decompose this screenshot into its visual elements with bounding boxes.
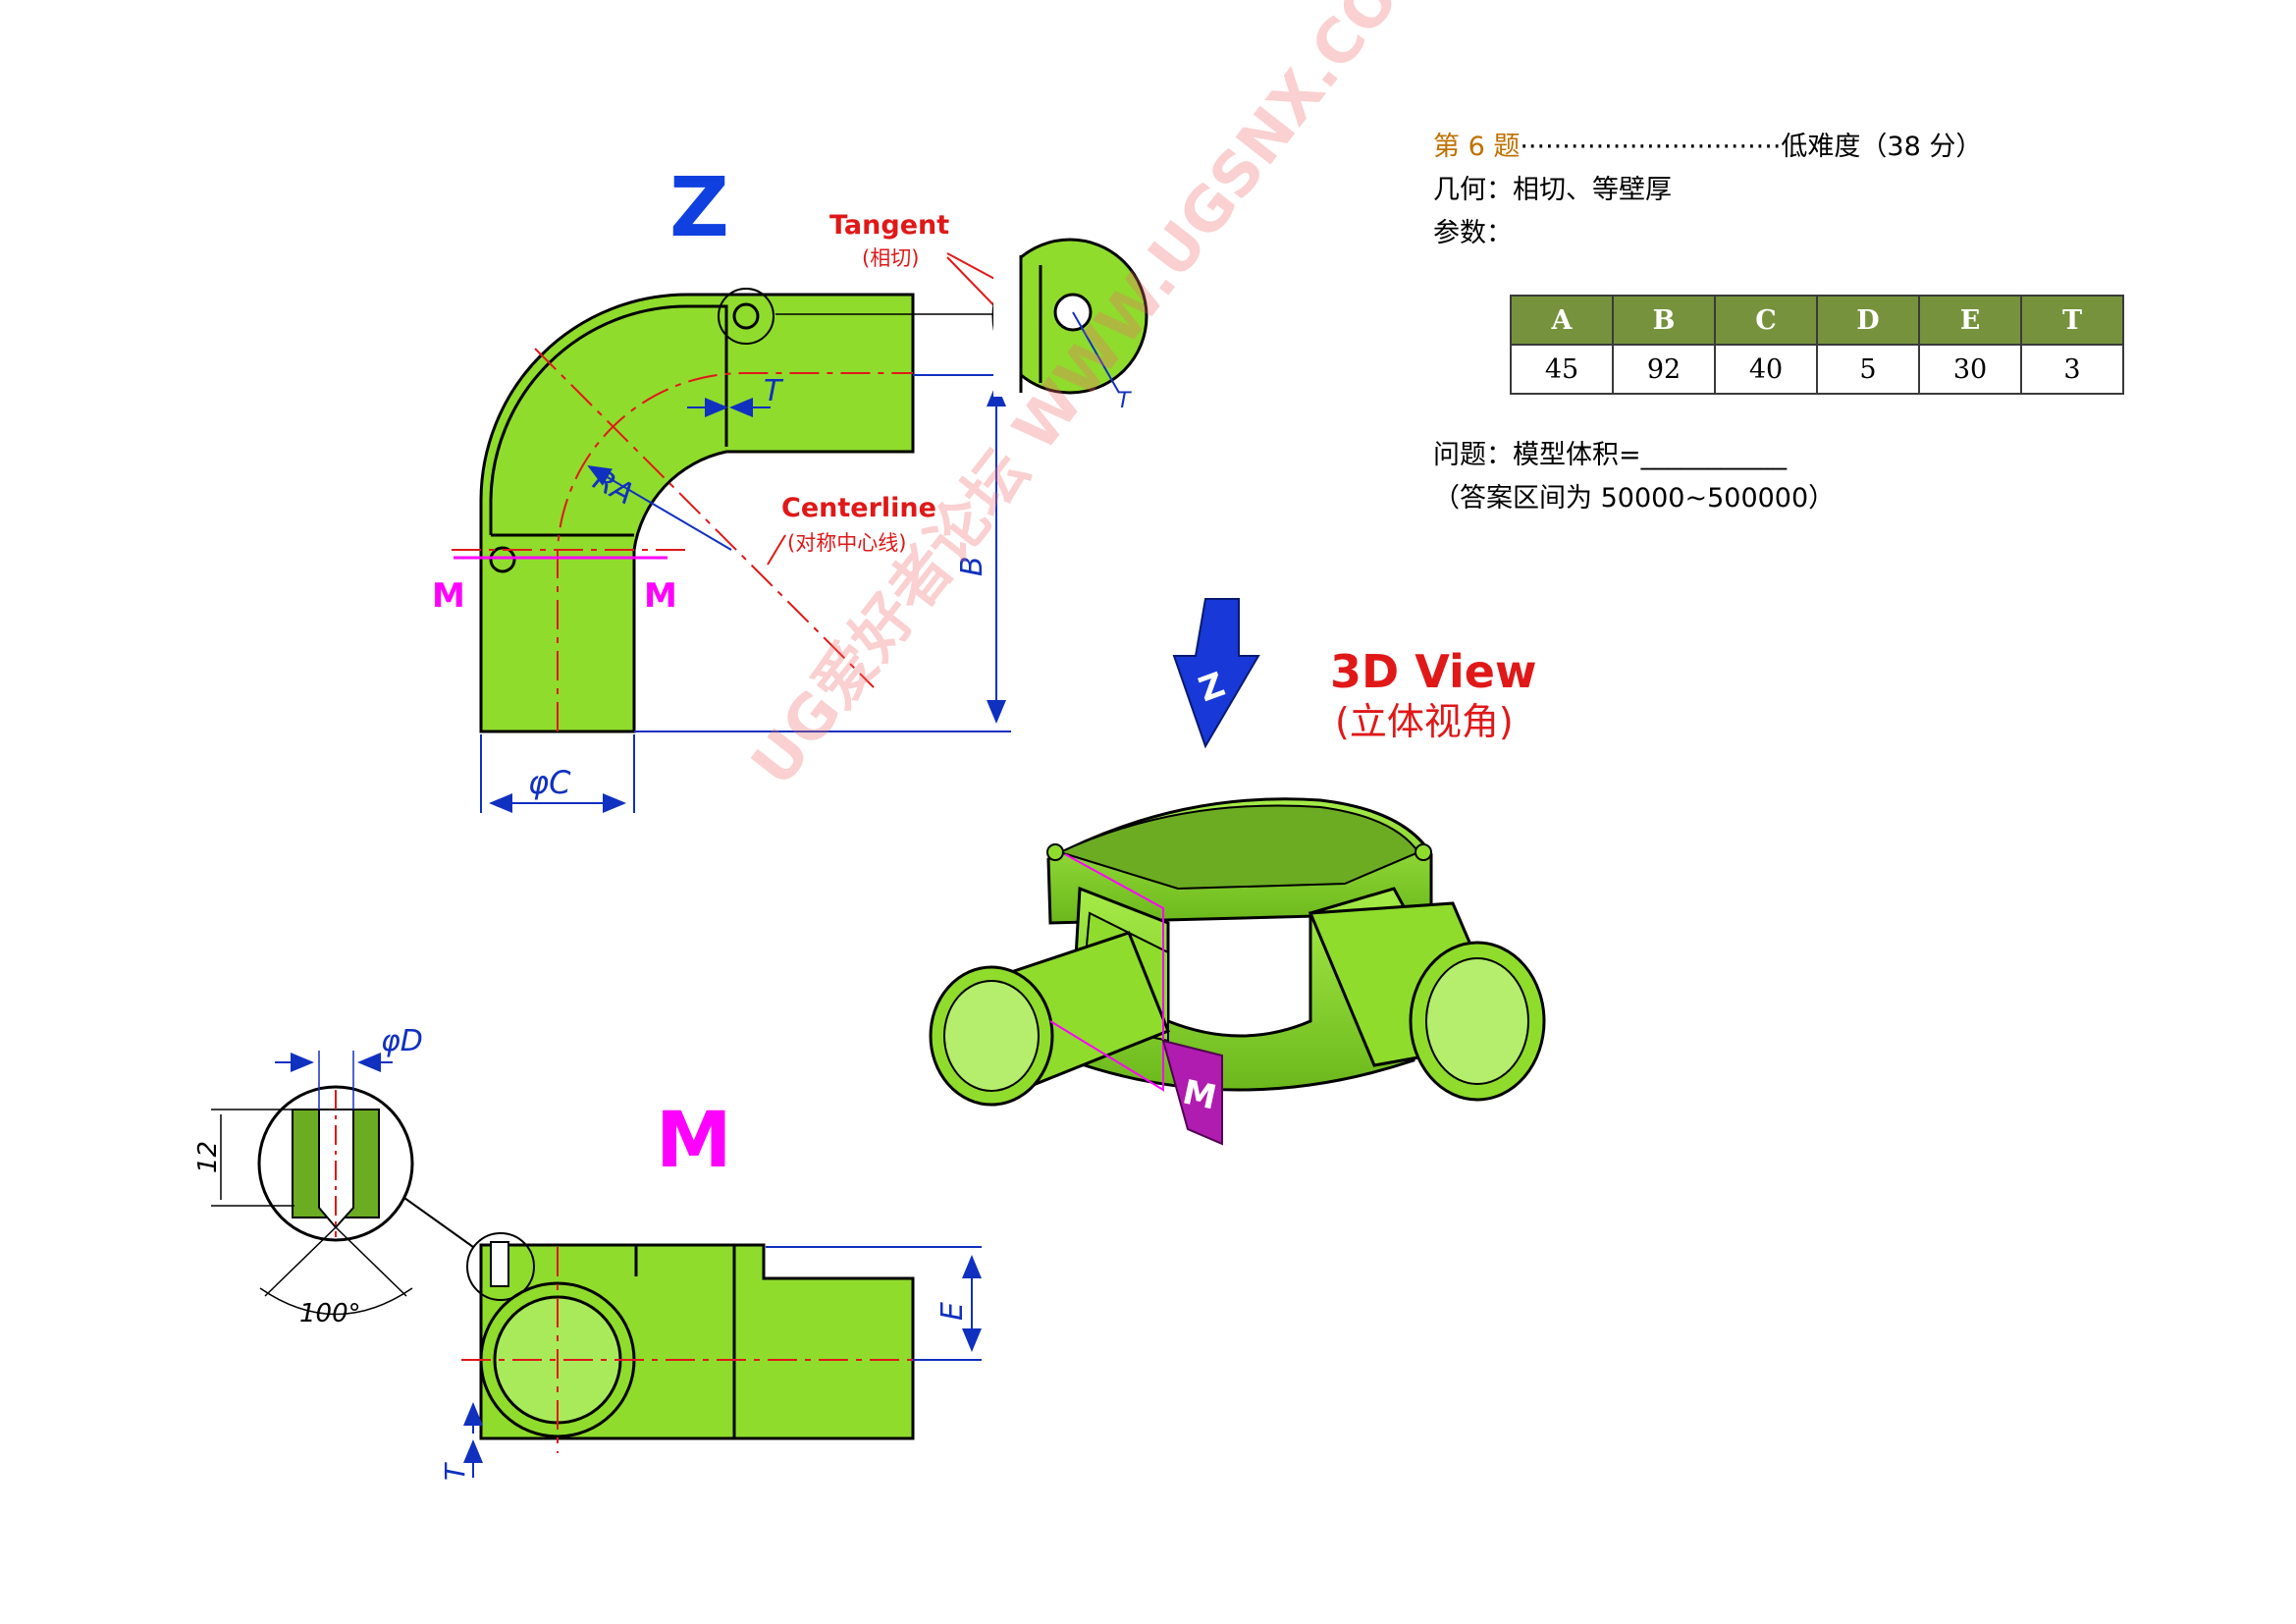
params-header-row: A B C D E T <box>1510 295 2124 346</box>
problem-block: 问题：模型体积=___________ （答案区间为 50000~500000） <box>1433 434 1835 520</box>
param-header: D <box>1816 295 1920 346</box>
params-label: 参数： <box>1433 218 1513 248</box>
dim-depth: 12 <box>193 1141 223 1173</box>
z-view-label: Z <box>669 159 729 255</box>
section-marker-right: M <box>644 576 677 616</box>
param-header: B <box>1612 295 1716 346</box>
question-dots: ······························· <box>1520 132 1782 162</box>
param-value: 40 <box>1714 344 1818 395</box>
hole-left <box>489 546 516 573</box>
dim-c: φC <box>528 764 571 801</box>
view3d-cn: (立体视角) <box>1335 700 1514 743</box>
view-3d: Z 3D View (立体视角) M <box>929 598 1546 1146</box>
m-view: M E T φD 12 <box>193 1024 982 1481</box>
question-header: 第 6 题·······························低难度（… <box>1433 126 1982 169</box>
question-title: 第 6 题 <box>1433 132 1521 162</box>
dim-t-top: T <box>764 374 784 408</box>
tangent-label: Tangent <box>829 210 949 241</box>
section-m-marker <box>1161 1039 1223 1146</box>
problem-range: （答案区间为 50000~500000） <box>1433 483 1836 514</box>
tangent-cn: (相切) <box>862 246 919 270</box>
question-info: 第 6 题·······························低难度（… <box>1433 126 1982 255</box>
m-view-label: M <box>656 1097 732 1185</box>
param-header: C <box>1714 295 1818 346</box>
view-direction-arrow <box>1172 598 1260 749</box>
param-header: E <box>1918 295 2022 346</box>
params-value-row: 45 92 40 5 30 3 <box>1510 344 2124 395</box>
centerline-label: Centerline <box>781 493 936 523</box>
param-value: 92 <box>1612 344 1716 395</box>
dim-t-bottom: T <box>439 1462 471 1481</box>
param-value: 3 <box>2020 344 2124 395</box>
centerline-cn: (对称中心线) <box>787 531 906 555</box>
svg-text:M: M <box>1179 1072 1219 1117</box>
z-view: Z M M RA T B φC Tangent <box>432 159 1148 813</box>
question-geometry: 几何：相切、等壁厚 <box>1433 175 1672 205</box>
dim-b: B <box>955 556 989 576</box>
view3d-label: 3D View <box>1330 645 1536 698</box>
hole-top <box>732 302 760 330</box>
param-header: A <box>1510 295 1614 346</box>
dim-d: φD <box>381 1024 423 1058</box>
param-value: 30 <box>1918 344 2022 395</box>
param-value: 5 <box>1816 344 1920 395</box>
param-header: T <box>2020 295 2124 346</box>
problem-line: 问题：模型体积=___________ <box>1433 440 1788 470</box>
dim-e: E <box>935 1302 970 1321</box>
dim-t-detail: T <box>1117 389 1132 413</box>
section-marker-left: M <box>432 576 465 616</box>
dim-angle: 100° <box>299 1299 361 1328</box>
params-table: A B C D E T 45 92 40 5 30 3 <box>1510 295 2124 395</box>
question-difficulty: 低难度（38 分） <box>1781 132 1983 162</box>
param-value: 45 <box>1510 344 1614 395</box>
